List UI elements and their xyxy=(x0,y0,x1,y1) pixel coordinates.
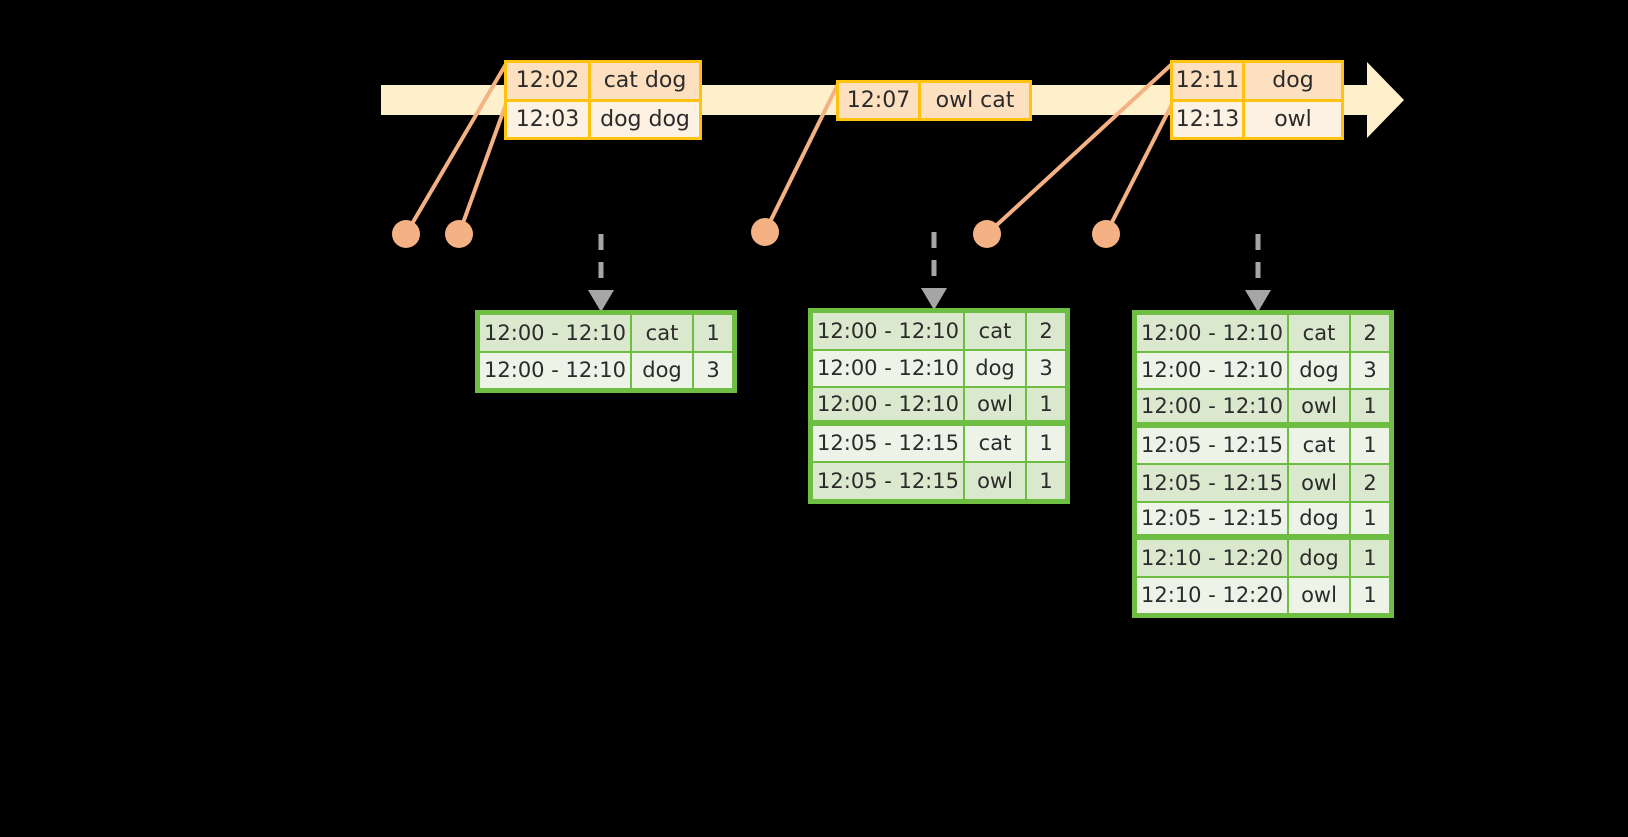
cell-word: dog xyxy=(964,349,1026,387)
dashed-arrow-head-3 xyxy=(1245,290,1271,312)
cell-count: 1 xyxy=(1350,426,1390,464)
event-words: owl cat xyxy=(921,83,1029,118)
cell-word: owl xyxy=(1288,389,1350,423)
cell-window: 12:05 - 12:15 xyxy=(1136,501,1288,535)
event-time: 12:11 xyxy=(1173,63,1245,99)
connector-line-3 xyxy=(763,83,840,233)
cell-window: 12:00 - 12:10 xyxy=(1136,351,1288,389)
event-dot-3 xyxy=(751,218,779,246)
cell-window: 12:00 - 12:10 xyxy=(812,349,964,387)
event-dot-1 xyxy=(392,220,420,248)
cell-word: dog xyxy=(1288,501,1350,535)
cell-count: 1 xyxy=(1350,501,1390,535)
connector-line-5 xyxy=(1104,103,1174,235)
cell-window: 12:10 - 12:20 xyxy=(1136,576,1288,614)
event-time: 12:13 xyxy=(1173,101,1245,137)
event-words: owl xyxy=(1245,101,1341,137)
cell-word: owl xyxy=(964,462,1026,500)
cell-count: 1 xyxy=(1350,389,1390,423)
cell-window: 12:05 - 12:15 xyxy=(812,462,964,500)
cell-window: 12:00 - 12:10 xyxy=(1136,314,1288,352)
cell-window: 12:00 - 12:10 xyxy=(812,387,964,421)
cell-count: 2 xyxy=(1350,464,1390,502)
event-row[interactable]: 12:03 dog dog xyxy=(507,98,699,137)
cell-word: cat xyxy=(964,312,1026,350)
event-words: dog xyxy=(1245,63,1341,99)
cell-word: dog xyxy=(1288,539,1350,577)
cell-window: 12:10 - 12:20 xyxy=(1136,539,1288,577)
event-row[interactable]: 12:07 owl cat xyxy=(839,83,1029,118)
connector-line-2 xyxy=(457,103,508,235)
dashed-arrow-head-1 xyxy=(588,290,614,312)
cell-count: 1 xyxy=(1026,424,1066,462)
cell-window: 12:00 - 12:10 xyxy=(1136,389,1288,423)
cell-window: 12:00 - 12:10 xyxy=(812,312,964,350)
event-time: 12:03 xyxy=(507,101,591,137)
cell-count: 2 xyxy=(1026,312,1066,350)
event-words: dog dog xyxy=(591,101,699,137)
cell-window: 12:05 - 12:15 xyxy=(1136,464,1288,502)
cell-word: dog xyxy=(631,351,693,389)
cell-window: 12:05 - 12:15 xyxy=(1136,426,1288,464)
cell-count: 3 xyxy=(1350,351,1390,389)
event-group-1[interactable]: 12:02 cat dog 12:03 dog dog xyxy=(504,60,702,140)
event-row[interactable]: 12:11 dog xyxy=(1173,63,1341,99)
cell-window: 12:00 - 12:10 xyxy=(479,314,631,352)
cell-word: owl xyxy=(964,387,1026,421)
cell-word: cat xyxy=(1288,314,1350,352)
cell-count: 2 xyxy=(1350,314,1390,352)
event-group-2[interactable]: 12:07 owl cat xyxy=(836,80,1032,121)
cell-count: 1 xyxy=(693,314,733,352)
event-dot-2 xyxy=(445,220,473,248)
dashed-arrow-head-2 xyxy=(921,288,947,310)
cell-window: 12:00 - 12:10 xyxy=(479,351,631,389)
cell-count: 1 xyxy=(1350,576,1390,614)
event-row[interactable]: 12:13 owl xyxy=(1173,98,1341,137)
cell-count: 3 xyxy=(1026,349,1066,387)
cell-count: 1 xyxy=(1026,387,1066,421)
cell-word: dog xyxy=(1288,351,1350,389)
event-words: cat dog xyxy=(591,63,699,99)
cell-count: 1 xyxy=(1026,462,1066,500)
event-group-3[interactable]: 12:11 dog 12:13 owl xyxy=(1170,60,1344,140)
cell-count: 3 xyxy=(693,351,733,389)
cell-word: owl xyxy=(1288,576,1350,614)
cell-word: cat xyxy=(964,424,1026,462)
cell-word: owl xyxy=(1288,464,1350,502)
cell-word: cat xyxy=(1288,426,1350,464)
connector-line-1 xyxy=(404,62,508,236)
event-time: 12:07 xyxy=(839,83,921,118)
cell-window: 12:05 - 12:15 xyxy=(812,424,964,462)
event-dot-5 xyxy=(1092,220,1120,248)
event-time: 12:02 xyxy=(507,63,591,99)
cell-word: cat xyxy=(631,314,693,352)
event-dot-4 xyxy=(973,220,1001,248)
cell-count: 1 xyxy=(1350,539,1390,577)
event-row[interactable]: 12:02 cat dog xyxy=(507,63,699,99)
